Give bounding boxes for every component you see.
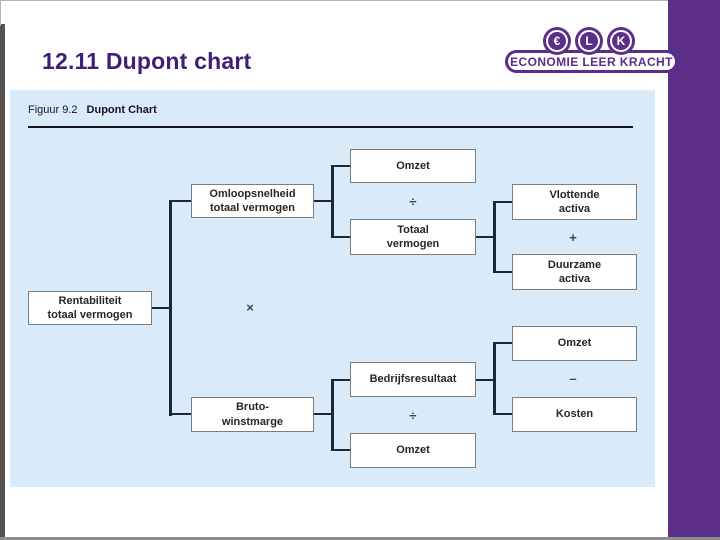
connector-line: [331, 165, 350, 167]
diagram-box-bedrijfsresultaat: Bedrijfsresultaat: [350, 362, 476, 397]
slide-frame-bottom: [0, 537, 720, 540]
connector-line: [169, 200, 172, 416]
operator-multiply: ×: [246, 299, 254, 315]
connector-line: [331, 449, 350, 451]
letter-k-badge-icon: K: [610, 30, 632, 52]
connector-line: [331, 236, 350, 238]
operator-plus: +: [569, 229, 577, 245]
connector-line: [493, 413, 512, 415]
diagram-box-omzet-bottom: Omzet: [350, 433, 476, 468]
diagram-box-omzet-right: Omzet: [512, 326, 637, 361]
diagram-box-omloopsnelheid: Omloopsnelheid totaal vermogen: [191, 184, 314, 218]
page-title: 12.11 Dupont chart: [42, 48, 252, 74]
operator-divide-bottom: ÷: [409, 407, 417, 423]
connector-line: [493, 342, 512, 344]
connector-line: [314, 413, 331, 415]
figure-label: Figuur 9.2: [28, 104, 78, 116]
diagram-box-brutowinstmarge: Bruto- winstmarge: [191, 397, 314, 432]
operator-divide-top: ÷: [409, 193, 417, 209]
connector-line: [493, 271, 512, 273]
letter-l-badge-icon: L: [578, 30, 600, 52]
connector-line: [331, 379, 334, 451]
logo-caption-text: ECONOMIE LEER KRACHT: [510, 54, 673, 69]
diagram-box-duurzame-activa: Duurzame activa: [512, 254, 637, 290]
slide-frame-top: [0, 0, 668, 1]
diagram-box-vlottende-activa: Vlottende activa: [512, 184, 637, 220]
connector-line: [493, 201, 512, 203]
diagram-box-totaal-vermogen: Totaal vermogen: [350, 219, 476, 255]
figure-title: Dupont Chart: [86, 104, 157, 116]
diagram-box-rentabiliteit: Rentabiliteit totaal vermogen: [28, 291, 152, 325]
connector-line: [314, 200, 332, 202]
connector-line: [493, 342, 496, 415]
connector-line: [331, 379, 350, 381]
connector-line: [476, 379, 493, 381]
right-purple-bar: [668, 0, 720, 540]
euro-badge-icon: €: [546, 30, 568, 52]
figure-rule: [28, 126, 633, 128]
operator-minus: –: [569, 370, 577, 386]
diagram-box-omzet-top: Omzet: [350, 149, 476, 183]
connector-line: [169, 200, 191, 202]
connector-line: [169, 413, 191, 415]
left-accent-bar: [0, 24, 5, 540]
connector-line: [493, 201, 496, 273]
figure-caption: Figuur 9.2 Dupont Chart: [28, 104, 157, 116]
logo-caption-pill: ECONOMIE LEER KRACHT: [505, 50, 678, 73]
connector-line: [476, 236, 494, 238]
connector-line: [152, 307, 170, 309]
connector-line: [331, 165, 334, 238]
slide-frame-left: [0, 0, 1, 26]
diagram-box-kosten: Kosten: [512, 397, 637, 432]
